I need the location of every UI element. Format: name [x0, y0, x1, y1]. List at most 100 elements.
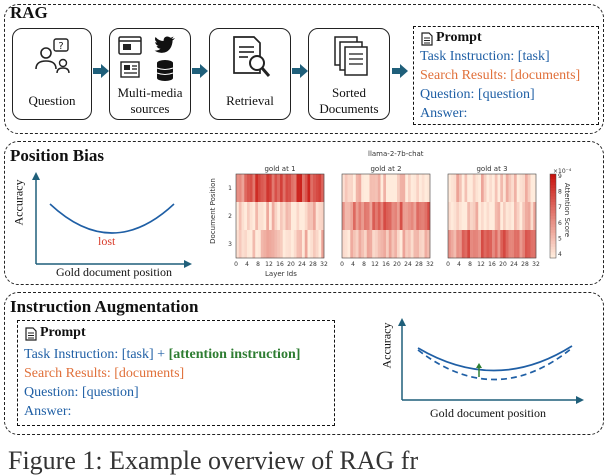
heatmap-cell: [353, 174, 356, 203]
figure-caption: Figure 1: Example overview of RAG fr: [8, 446, 419, 475]
heatmap-cell: [315, 174, 319, 203]
heatmap-cell: [342, 202, 345, 231]
heatmap-cell: [321, 202, 325, 231]
colorbar-segment: [550, 207, 556, 211]
colorbar-segment: [550, 241, 556, 245]
heatmap-cell: [258, 230, 261, 259]
question-label: Question: [28, 93, 76, 108]
heatmap-cell: [282, 174, 286, 203]
heatmap-cell: [369, 230, 373, 259]
svg-text:?: ?: [58, 41, 63, 52]
heatmap-cell: [307, 202, 311, 231]
colorbar-exponent: ×10⁻⁴: [553, 168, 572, 175]
heatmap-cell: [238, 174, 242, 203]
heatmap-cell: [399, 174, 403, 203]
heatmap-cell: [364, 230, 367, 259]
heatmap-cell: [358, 230, 362, 259]
heatmap-cell: [252, 174, 256, 203]
heatmap-cell: [355, 202, 359, 231]
multimedia-label-1: Multi-media: [117, 85, 183, 100]
heatmap-panel-title: gold at 2: [370, 165, 401, 173]
heatmap-cell: [394, 202, 398, 231]
heatmap-cell: [459, 202, 462, 231]
colorbar-segment: [550, 235, 556, 239]
heatmap-cell: [344, 202, 348, 231]
heatmap-xtick-label: 24: [404, 261, 412, 268]
heatmap-cell: [416, 230, 420, 259]
heatmap-cell: [475, 202, 479, 231]
position-bias-title: Position Bias: [10, 146, 104, 165]
heatmap-xtick-label: 20: [287, 261, 295, 268]
heatmap-cell: [244, 230, 248, 259]
heatmap-cell: [464, 174, 468, 203]
heatmap-cell: [280, 230, 283, 259]
browser-icon: [118, 36, 142, 55]
heatmap-cell: [266, 230, 270, 259]
heatmap-cell: [241, 174, 245, 203]
heatmap-cell: [516, 174, 520, 203]
colorbar-segment: [550, 190, 556, 194]
heatmap-cell: [475, 230, 479, 259]
heatmap-panel-title: gold at 1: [264, 165, 295, 173]
heatmap-cell: [372, 174, 376, 203]
heatmap-cell: [277, 230, 281, 259]
heatmap-cell: [489, 174, 493, 203]
heatmap-cell: [285, 174, 289, 203]
heatmap-cell: [467, 230, 471, 259]
arrow-3-icon: [292, 64, 308, 78]
heatmap-cell: [288, 202, 292, 231]
heatmap-cell: [408, 202, 411, 231]
heatmap-cell: [472, 202, 476, 231]
heatmap-cell: [399, 202, 403, 231]
heatmap-cell: [307, 174, 311, 203]
heatmap-cell: [461, 202, 465, 231]
heatmap-cell: [402, 230, 406, 259]
heatmap-xtick-label: 0: [340, 261, 344, 268]
heatmap-cell: [464, 202, 468, 231]
heatmap-cell: [318, 202, 322, 231]
heatmap-cell: [361, 202, 365, 231]
heatmap-cell: [291, 174, 294, 203]
document-search-icon: [233, 36, 271, 77]
heatmap-cell: [244, 202, 248, 231]
heatmap-cell: [472, 174, 476, 203]
heatmap-cell: [459, 230, 462, 259]
heatmap-cell: [280, 202, 283, 231]
heatmap-cell: [263, 230, 267, 259]
heatmap-ytick-label: 1: [228, 185, 232, 192]
heatmap-cell: [375, 174, 378, 203]
heatmap-cell: [293, 202, 297, 231]
heatmap-cell: [508, 230, 512, 259]
twitter-icon: [154, 36, 175, 53]
arrow-1-icon: [93, 64, 109, 78]
heatmap-cell: [402, 174, 406, 203]
document-icon: [421, 32, 433, 46]
heatmap-cell: [519, 202, 523, 231]
heatmap-cell: [405, 202, 409, 231]
heatmap-cell: [494, 202, 498, 231]
heatmap-cell: [299, 202, 303, 231]
heatmap-cell: [459, 174, 462, 203]
heatmap-cell: [236, 174, 239, 203]
heatmap-cell: [369, 202, 373, 231]
heatmap-cell: [252, 230, 256, 259]
heatmap-cell: [299, 230, 303, 259]
heatmap-cell: [391, 202, 395, 231]
heatmap-cell: [456, 202, 460, 231]
multimedia-step: Multi-media sources: [109, 28, 191, 120]
heatmap-cell: [241, 230, 245, 259]
heatmap-cell: [269, 174, 272, 203]
heatmap-cell: [318, 174, 322, 203]
heatmap-ytick-label: 2: [228, 213, 232, 220]
heatmap-cell: [416, 202, 420, 231]
heatmap-cell: [450, 174, 454, 203]
heatmap-cell: [533, 174, 537, 203]
heatmap-xtick-label: 0: [234, 261, 238, 268]
heatmap-cell: [475, 174, 479, 203]
heatmap-cell: [450, 230, 454, 259]
heatmap-cell: [533, 202, 537, 231]
heatmap-cell: [478, 202, 482, 231]
database-icon: [156, 60, 174, 81]
heatmap-cell: [500, 202, 504, 231]
heatmap-cell: [293, 230, 297, 259]
